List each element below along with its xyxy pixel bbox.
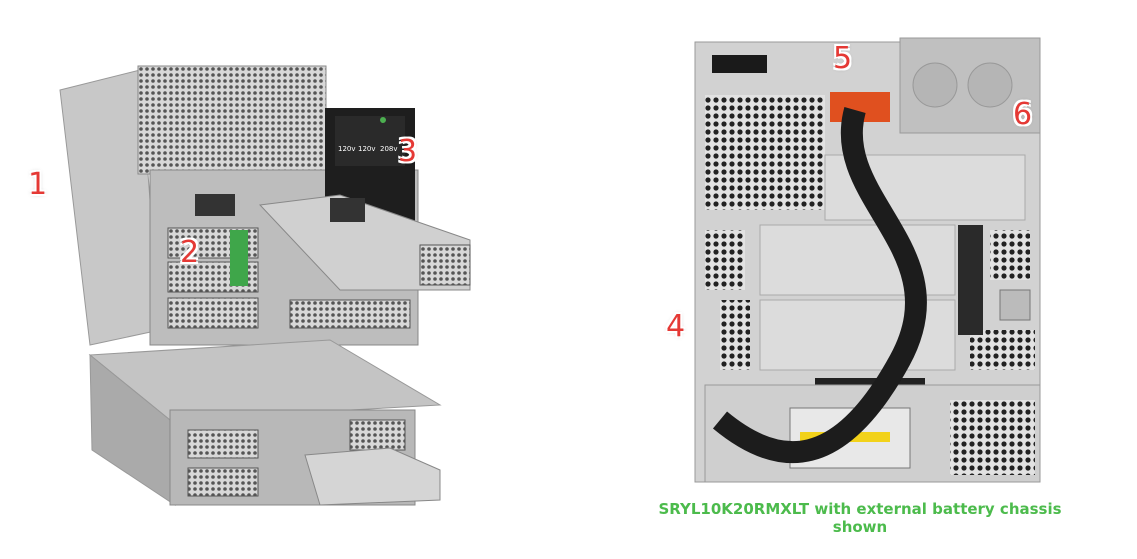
battery-cable xyxy=(712,107,927,464)
image-caption: SRYL10K20RMXLT with external battery cha… xyxy=(658,500,1062,536)
ups-rear-view xyxy=(694,37,1041,483)
voltage-reading-1: 120v xyxy=(338,145,356,153)
callout-5: 5 xyxy=(833,41,853,76)
callout-2: 2 xyxy=(180,235,200,270)
voltage-reading-2: 120v xyxy=(358,145,376,153)
callout-6: 6 xyxy=(1013,97,1033,132)
callout-1: 1 xyxy=(28,167,48,202)
callout-4: 4 xyxy=(666,309,686,344)
battery-module-view xyxy=(88,339,442,506)
callout-3: 3 xyxy=(398,134,418,169)
voltage-reading-3: 208v xyxy=(380,145,398,153)
ups-front-view xyxy=(59,65,471,346)
